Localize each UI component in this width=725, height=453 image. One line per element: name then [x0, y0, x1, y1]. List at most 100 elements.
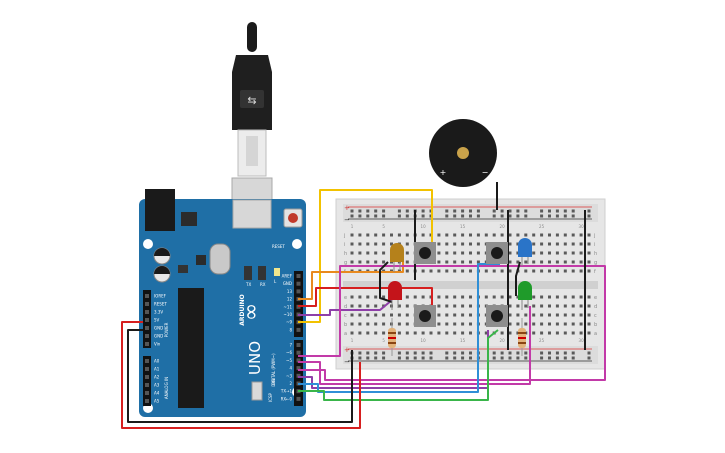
- column-number: 25: [539, 338, 545, 343]
- header-pin: [296, 327, 301, 332]
- breadboard-hole: [453, 251, 457, 255]
- svg-text:POWER: POWER: [164, 322, 169, 337]
- breadboard-hole: [484, 331, 488, 335]
- breadboard-hole: [445, 233, 449, 237]
- header-pin: [296, 396, 301, 401]
- pin-label: A3: [154, 383, 160, 388]
- breadboard-hole: [437, 233, 441, 237]
- breadboard-hole: [350, 214, 354, 218]
- breadboard-hole: [508, 322, 512, 326]
- header-pin: [145, 383, 149, 387]
- pin-label: GND: [154, 326, 163, 331]
- svg-text:ON: ON: [271, 379, 276, 385]
- breadboard-hole: [350, 233, 354, 237]
- pin-label: 12: [287, 297, 293, 302]
- breadboard-hole: [453, 351, 457, 355]
- breadboard-hole: [571, 214, 575, 218]
- pin-label: Vin: [154, 342, 161, 347]
- breadboard-hole: [461, 322, 465, 326]
- arduino-uno-board: RESET TX RX L ∞ ARDUINO UNO ICSP ON IORE…: [139, 189, 306, 417]
- breadboard-hole: [524, 322, 528, 326]
- breadboard-hole: [461, 295, 465, 299]
- breadboard-hole: [405, 251, 409, 255]
- push-buttons: [414, 242, 508, 327]
- wire-black-led2: [379, 261, 393, 303]
- breadboard-hole: [358, 351, 362, 355]
- pin-label: 4: [289, 366, 292, 371]
- breadboard-hole: [516, 313, 520, 317]
- breadboard-hole: [358, 209, 362, 213]
- row-letter: i: [344, 242, 345, 248]
- breadboard-hole: [555, 313, 559, 317]
- breadboard-hole: [366, 356, 370, 360]
- breadboard-hole: [445, 269, 449, 273]
- svg-text:ANALOG IN: ANALOG IN: [164, 377, 169, 399]
- breadboard-hole: [516, 233, 520, 237]
- breadboard-hole: [374, 322, 378, 326]
- breadboard-hole: [437, 331, 441, 335]
- breadboard-hole: [437, 242, 441, 246]
- breadboard-hole: [524, 269, 528, 273]
- breadboard-hole: [374, 313, 378, 317]
- push-button[interactable]: [414, 305, 436, 327]
- breadboard-hole: [571, 269, 575, 273]
- breadboard-hole: [508, 242, 512, 246]
- breadboard-hole: [421, 331, 425, 335]
- breadboard-hole: [382, 356, 386, 360]
- breadboard-hole: [358, 356, 362, 360]
- breadboard-hole: [461, 269, 465, 273]
- breadboard-hole: [397, 351, 401, 355]
- piezo-buzzer: + −: [429, 119, 497, 187]
- breadboard-hole: [579, 295, 583, 299]
- push-button[interactable]: [414, 242, 436, 264]
- breadboard-hole: [579, 322, 583, 326]
- pin-label: 8: [289, 327, 292, 332]
- breadboard-hole: [437, 313, 441, 317]
- breadboard-hole: [571, 295, 575, 299]
- pin-label: ~5: [286, 358, 292, 363]
- breadboard-hole: [548, 260, 551, 264]
- breadboard-hole: [484, 269, 488, 273]
- breadboard-hole: [382, 214, 386, 218]
- row-letter: c: [344, 313, 347, 319]
- breadboard-hole: [508, 313, 512, 317]
- breadboard-hole: [350, 251, 354, 255]
- breadboard-hole: [405, 304, 409, 308]
- breadboard-hole: [405, 351, 409, 355]
- pin-label: 13: [287, 289, 293, 294]
- breadboard-hole: [508, 209, 512, 213]
- breadboard-hole: [587, 295, 591, 299]
- breadboard-hole: [540, 304, 544, 308]
- breadboard-hole: [453, 295, 457, 299]
- breadboard-hole: [397, 209, 401, 213]
- push-button[interactable]: [486, 242, 508, 264]
- breadboard-hole: [524, 304, 528, 308]
- column-number: 15: [460, 224, 466, 229]
- breadboard-hole: [524, 356, 528, 360]
- breadboard-hole: [555, 251, 559, 255]
- breadboard-hole: [421, 233, 425, 237]
- pin-label: ~10: [284, 312, 293, 317]
- breadboard-hole: [374, 331, 378, 335]
- breadboard-hole: [374, 242, 378, 246]
- breadboard-hole: [563, 304, 567, 308]
- breadboard-hole: [548, 242, 551, 246]
- board-model: UNO: [246, 341, 264, 375]
- breadboard-hole: [350, 209, 354, 213]
- breadboard-hole: [508, 260, 512, 264]
- breadboard-hole: [397, 313, 401, 317]
- breadboard-hole: [587, 233, 591, 237]
- breadboard-hole: [500, 233, 504, 237]
- push-button[interactable]: [486, 305, 508, 327]
- breadboard-hole: [469, 331, 472, 335]
- breadboard-hole: [571, 331, 575, 335]
- breadboard-hole: [548, 251, 551, 255]
- pin-label: RESET: [154, 302, 167, 307]
- breadboard-hole: [476, 214, 480, 218]
- breadboard-hole: [437, 322, 441, 326]
- breadboard-hole: [350, 260, 354, 264]
- breadboard-hole: [374, 251, 378, 255]
- board-logo: ∞ ARDUINO: [239, 294, 264, 325]
- breadboard-hole: [571, 322, 575, 326]
- breadboard-hole: [516, 251, 520, 255]
